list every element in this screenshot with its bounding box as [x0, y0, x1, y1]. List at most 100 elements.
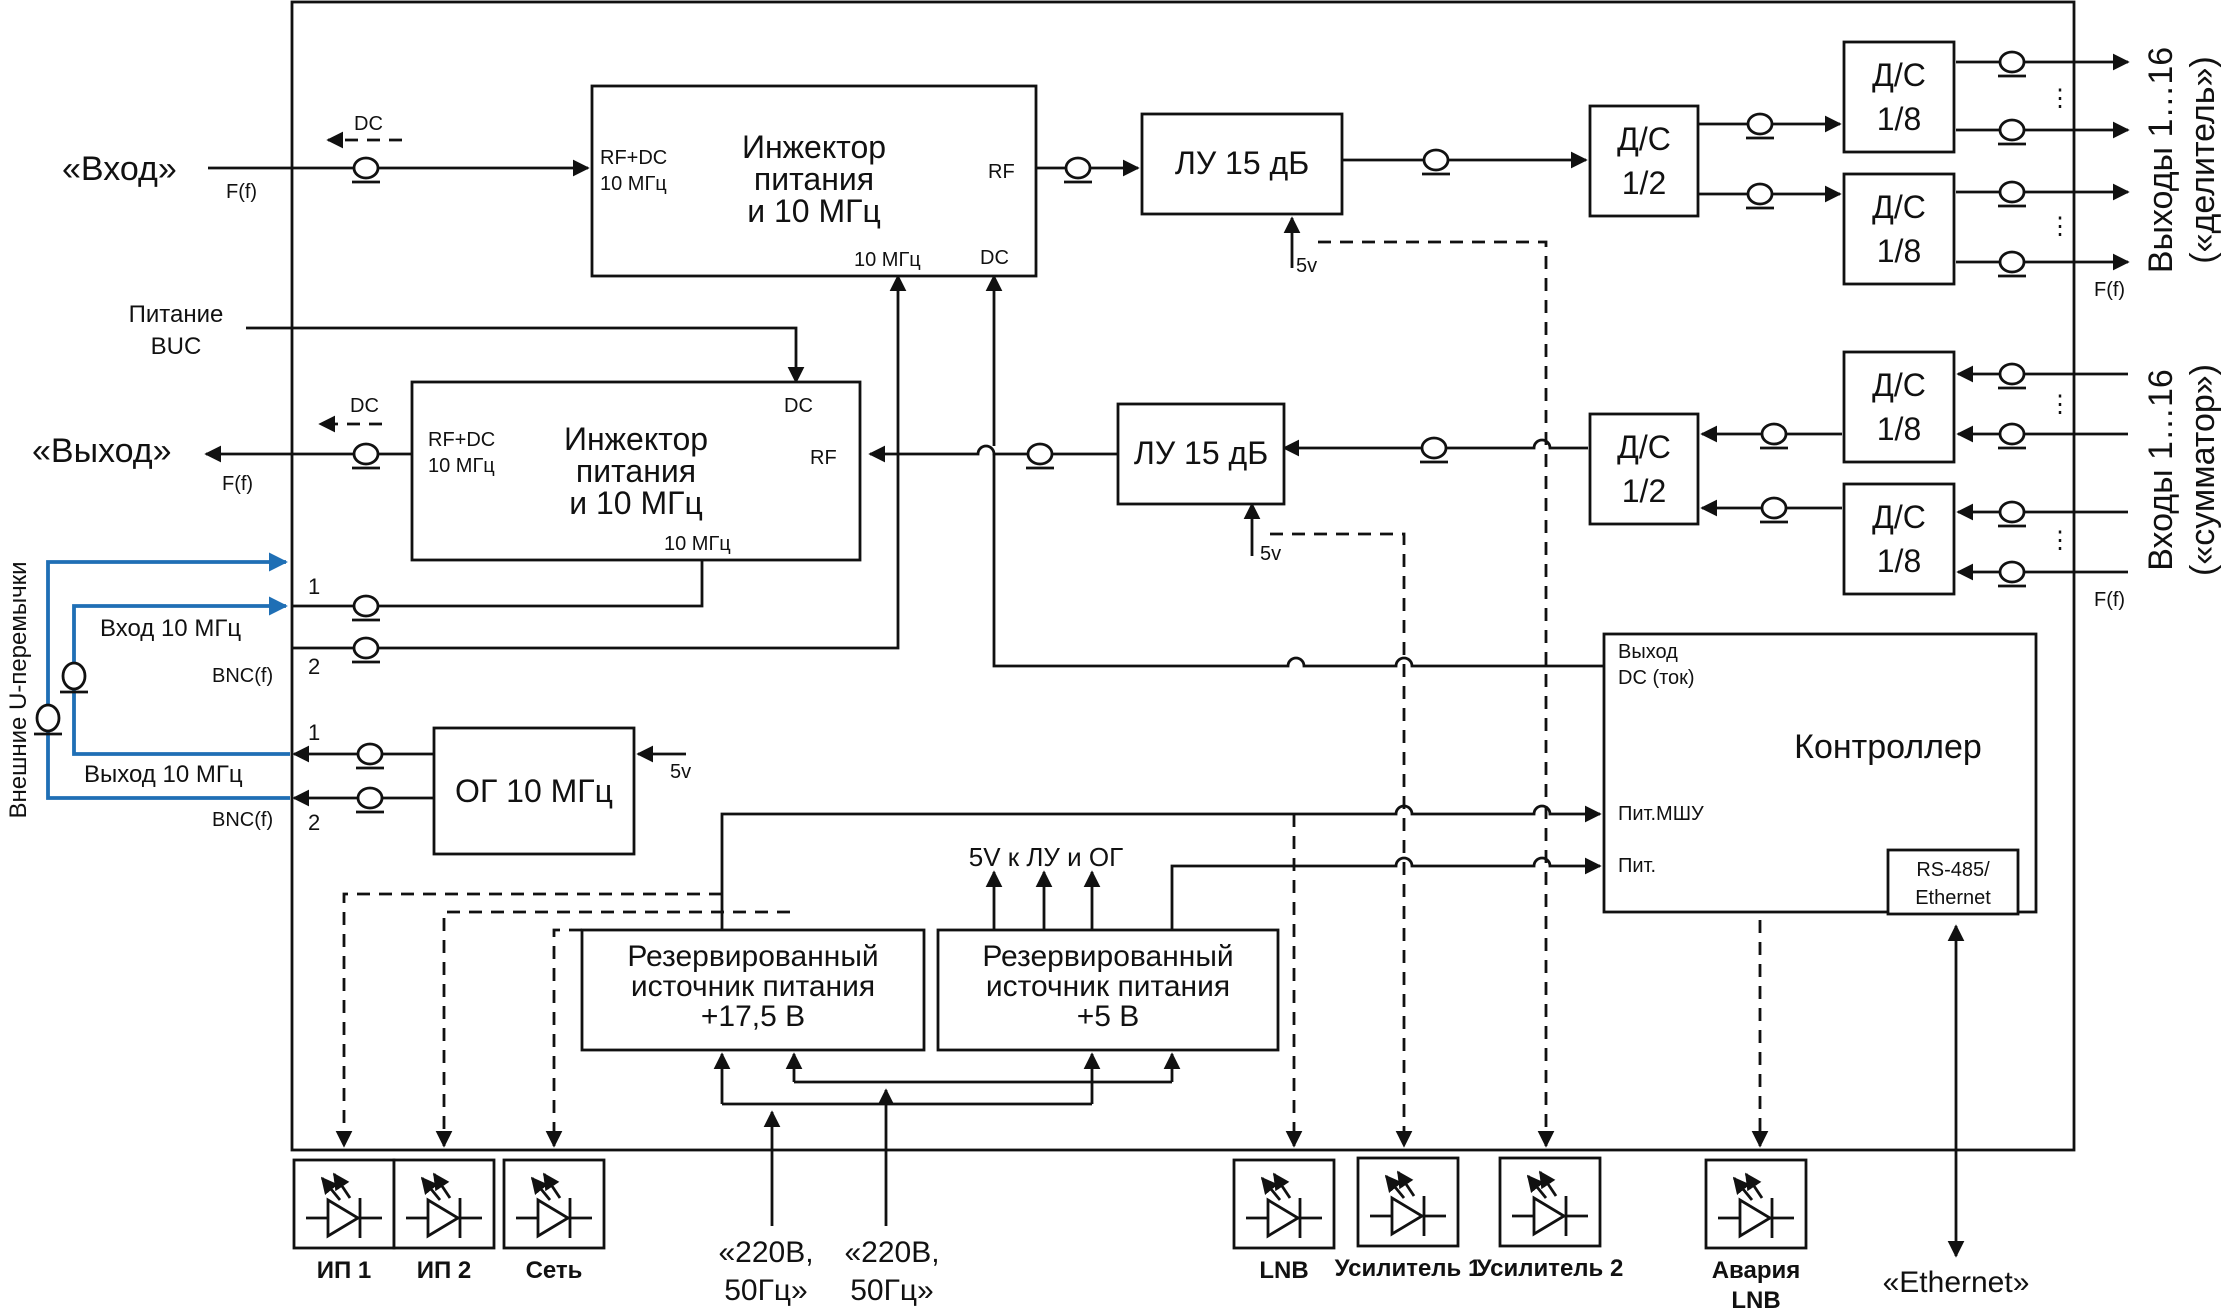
- oscillator-label: ОГ 10 МГц: [455, 773, 613, 809]
- led-frame: [392, 1158, 496, 1250]
- diode-triangle: [326, 1197, 361, 1239]
- psu-5v-label: 5V к ЛУ и ОГ: [969, 842, 1123, 872]
- input-label: «Вход»: [62, 150, 177, 188]
- connector-icon: [356, 742, 384, 766]
- connector-icon: [1064, 156, 1092, 180]
- port-2-osc: 2: [308, 810, 320, 835]
- splitter-main-tx-2: 1/2: [1622, 165, 1666, 201]
- diode-triangle: [1266, 1197, 1301, 1239]
- led-indicator-icon: ИП 2: [392, 1158, 496, 1284]
- connector-icon: [1746, 112, 1774, 136]
- injector-bottom-rf: RF: [810, 447, 837, 469]
- mains-2-line-1: «220В,: [844, 1236, 939, 1269]
- connector-icon: [1760, 422, 1788, 446]
- dc-label-bottom: DC: [350, 395, 379, 417]
- splitter-8-b-1: Д/С: [1872, 189, 1926, 225]
- led-label: LNB: [1731, 1287, 1780, 1312]
- mains-2-line-2: 50Гц»: [850, 1274, 933, 1307]
- port-2-ref: 2: [308, 654, 320, 679]
- connector-icon: [1422, 148, 1450, 172]
- ellipsis-4: ⋮: [2048, 527, 2072, 554]
- output-connector: F(f): [222, 473, 253, 495]
- controller-iface-2: Ethernet: [1915, 887, 1991, 909]
- injector-top-ref: 10 МГц: [854, 249, 921, 271]
- controller-iface-1: RS-485/: [1916, 859, 1990, 881]
- input-connector: F(f): [226, 181, 257, 203]
- injector-bottom-out-2: 10 МГц: [428, 455, 495, 477]
- injector-top-in-2: 10 МГц: [600, 173, 667, 195]
- led-indicator-icon: Сеть: [502, 1158, 606, 1284]
- splitter-8-c-2: 1/8: [1877, 411, 1921, 447]
- led-label: Усилитель 1: [1335, 1255, 1482, 1282]
- connector-icon: [1998, 560, 2026, 584]
- ref-input-connector: BNC(f): [212, 665, 273, 687]
- injector-bottom-box: [410, 380, 862, 562]
- connector-icon: [352, 156, 380, 180]
- psu-5-line-1: Резервированный: [982, 940, 1233, 973]
- diode-triangle: [1532, 1195, 1567, 1237]
- splitter-8-d-2: 1/8: [1877, 543, 1921, 579]
- jumper-connector-icon: [35, 703, 61, 733]
- ext-jumpers-label: Внешние U-перемычки: [5, 561, 32, 818]
- light-ray: [542, 1172, 562, 1199]
- led-indicator-icon: ИП 1: [292, 1158, 396, 1284]
- connector-icon: [1998, 422, 2026, 446]
- signal-lines: [204, 53, 2130, 1258]
- psu-17-line-3: +17,5 В: [701, 1000, 805, 1033]
- output-label: «Выход»: [32, 432, 172, 470]
- amp-bottom-power: 5v: [1260, 543, 1281, 565]
- port-1-ref: 1: [308, 574, 320, 599]
- led-label: LNB: [1259, 1257, 1308, 1284]
- injector-top-in-1: RF+DC: [600, 147, 667, 169]
- injector-bottom-ref: 10 МГц: [664, 533, 731, 555]
- injector-top-rf: RF: [988, 161, 1015, 183]
- connector-icon: [352, 594, 380, 618]
- ref-output-label: Выход 10 МГц: [84, 761, 243, 788]
- ellipsis-1: ⋮: [2048, 85, 2072, 112]
- light-ray: [432, 1172, 452, 1199]
- psu-5-box: [936, 928, 1280, 1052]
- connector-icon: [1998, 250, 2026, 274]
- controller-title: Контроллер: [1794, 728, 1982, 766]
- psu-17-box: [580, 928, 926, 1052]
- led-label: Сеть: [526, 1257, 583, 1284]
- buc-power-1: Питание: [129, 301, 224, 328]
- controller-pwr: Пит.: [1618, 855, 1656, 877]
- psu-5-line-3: +5 В: [1077, 1000, 1140, 1033]
- led-frame: [502, 1158, 606, 1250]
- led-indicator-icon: Усилитель 1: [1335, 1156, 1482, 1282]
- connector-symbols: [34, 50, 2026, 814]
- injector-bottom-title-2: питания: [576, 453, 696, 489]
- buc-power-2: BUC: [151, 333, 202, 360]
- connector-icon: [352, 636, 380, 660]
- splitter-8-c-1: Д/С: [1872, 367, 1926, 403]
- splitter-main-rx-2: 1/2: [1622, 473, 1666, 509]
- light-ray: [1526, 1174, 1548, 1199]
- amp-top-label: ЛУ 15 дБ: [1175, 145, 1309, 181]
- oscillator-box: [432, 726, 636, 856]
- diode-triangle: [426, 1197, 461, 1239]
- light-ray: [1732, 1176, 1754, 1201]
- light-ray: [420, 1176, 442, 1201]
- ethernet-label: «Ethernet»: [1883, 1266, 2030, 1299]
- controller-dc-out-2: DC (ток): [1618, 667, 1695, 689]
- connector-icon: [1420, 436, 1448, 460]
- light-ray: [1384, 1174, 1406, 1199]
- injector-bottom-title-3: и 10 МГц: [569, 485, 703, 521]
- splitter-8-a-2: 1/8: [1877, 101, 1921, 137]
- control-lines: [335, 240, 1769, 1148]
- light-ray: [1538, 1170, 1558, 1197]
- amp-bottom-box: [1116, 402, 1286, 506]
- light-ray: [332, 1172, 352, 1199]
- outputs-connector: F(f): [2094, 279, 2125, 301]
- diode-triangle: [536, 1197, 571, 1239]
- connector-icon: [1998, 118, 2026, 142]
- ref-input-label: Вход 10 МГц: [100, 615, 241, 642]
- splitter-main-tx-1: Д/С: [1617, 121, 1671, 157]
- led-label: ИП 2: [417, 1257, 472, 1284]
- controller-iface-box: [1886, 848, 2020, 916]
- mains-1-line-2: 50Гц»: [724, 1274, 807, 1307]
- amp-bottom-label: ЛУ 15 дБ: [1134, 435, 1268, 471]
